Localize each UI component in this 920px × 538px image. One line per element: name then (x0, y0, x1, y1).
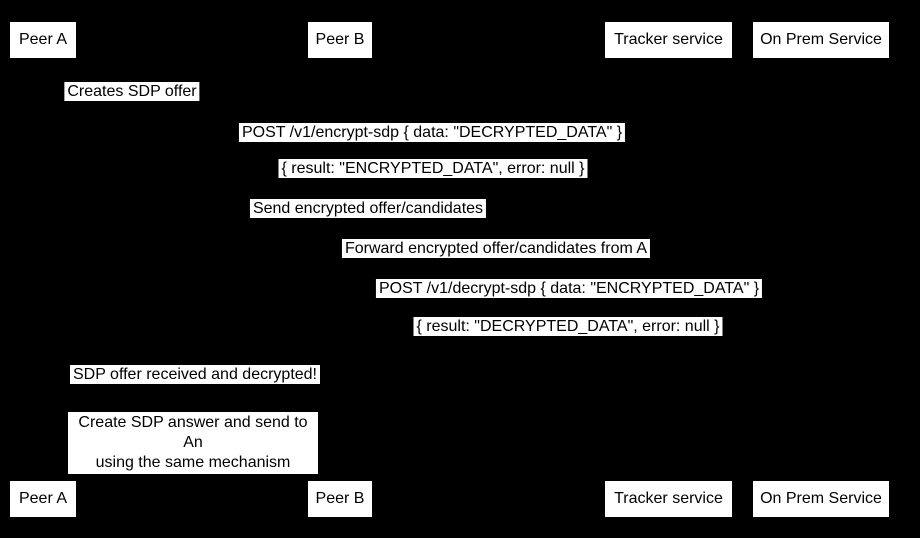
message-create-sdp-answer: Create SDP answer and send to An using t… (68, 412, 318, 474)
message-create-sdp-answer-line1: Create SDP answer and send to An (78, 414, 308, 451)
actor-box-on-prem-service-bottom: On Prem Service (753, 481, 889, 517)
actor-box-peer-a-bottom: Peer A (10, 481, 76, 517)
message-decrypt-result: { result: "DECRYPTED_DATA", error: null … (413, 317, 723, 336)
actor-box-peer-b-bottom: Peer B (308, 481, 372, 517)
message-send-encrypted-offer: Send encrypted offer/candidates (249, 199, 487, 218)
message-encrypt-result: { result: "ENCRYPTED_DATA", error: null … (278, 159, 588, 178)
actor-box-tracker-service-bottom: Tracker service (605, 481, 732, 517)
message-forward-encrypted-offer: Forward encrypted offer/candidates from … (341, 239, 651, 258)
actor-box-on-prem-service-top: On Prem Service (753, 22, 889, 58)
message-creates-sdp-offer: Creates SDP offer (64, 82, 200, 101)
message-post-encrypt-sdp: POST /v1/encrypt-sdp { data: "DECRYPTED_… (238, 123, 626, 142)
message-sdp-offer-received: SDP offer received and decrypted! (70, 365, 320, 384)
lifeline-peer-b (340, 58, 341, 481)
message-post-decrypt-sdp: POST /v1/decrypt-sdp { data: "ENCRYPTED_… (375, 279, 763, 298)
message-create-sdp-answer-line2: using the same mechanism (95, 454, 291, 471)
actor-box-peer-b-top: Peer B (308, 22, 372, 58)
lifeline-on-prem-service (821, 58, 822, 481)
actor-box-peer-a-top: Peer A (10, 22, 76, 58)
actor-box-tracker-service-top: Tracker service (605, 22, 732, 58)
lifeline-peer-a (43, 58, 44, 481)
lifeline-tracker-service (668, 58, 669, 481)
